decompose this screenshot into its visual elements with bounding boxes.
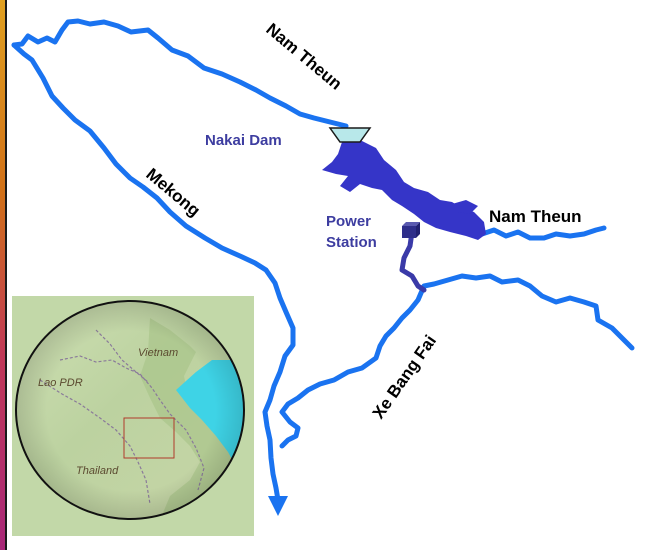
inset-location-map: Vietnam Lao PDR Thailand (12, 296, 254, 536)
nakai-dam-icon (328, 127, 372, 143)
left-edge-divider (5, 0, 7, 550)
reservoir-arm (452, 200, 478, 214)
inset-label-lao-pdr: Lao PDR (38, 377, 83, 389)
label-nam-theun-lower: Nam Theun (489, 207, 582, 226)
label-power-station-line1: Power (326, 213, 371, 230)
left-edge-color-bar (0, 0, 5, 550)
mekong-flow-arrow (268, 496, 288, 516)
nakai-reservoir (322, 140, 486, 240)
mekong-river (11, 42, 296, 503)
inset-study-area-box (123, 417, 175, 459)
label-power-station-line2: Station (326, 234, 377, 251)
label-nam-theun-upper: Nam Theun (262, 20, 345, 94)
inset-label-thailand: Thailand (76, 465, 119, 477)
nam-theun-lower-river (479, 225, 607, 241)
power-station-icon (402, 222, 420, 238)
inset-ellipse-frame (15, 300, 245, 520)
label-nakai-dam: Nakai Dam (205, 132, 282, 149)
nam-theun-upper-river (11, 18, 349, 129)
headrace-tunnel (399, 229, 427, 293)
inset-label-vietnam: Vietnam (138, 347, 178, 359)
xe-bang-fai-river (279, 273, 635, 449)
